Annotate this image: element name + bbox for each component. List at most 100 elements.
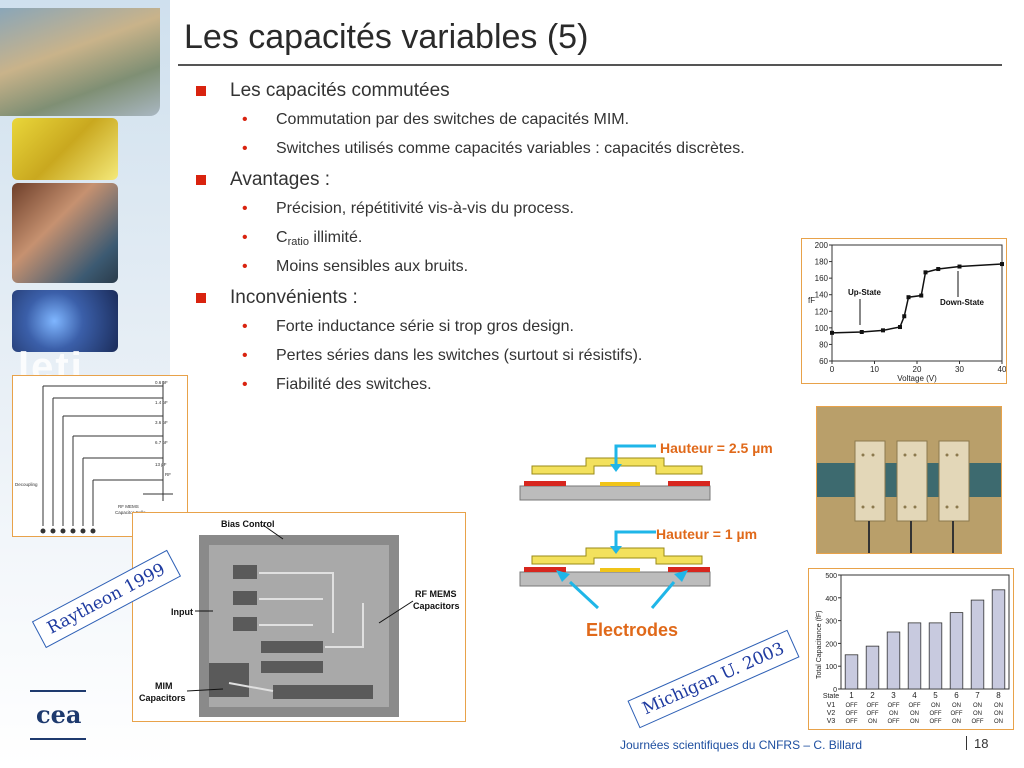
svg-text:1.4 pF: 1.4 pF [155, 400, 168, 405]
svg-text:Capacitor Cells: Capacitor Cells [115, 510, 146, 515]
svg-text:Capacitors: Capacitors [139, 693, 186, 703]
state-cell: OFF [972, 719, 984, 725]
bar [970, 599, 985, 690]
state-cell: ON [994, 711, 1003, 717]
bar-ytick-label: 400 [825, 596, 837, 603]
electrodes-label: Electrodes [586, 620, 679, 640]
svg-text:RF MEMS: RF MEMS [415, 589, 457, 599]
state-cell: ON [952, 703, 961, 709]
state-cell: ON [973, 703, 982, 709]
state-cell: ON [910, 719, 919, 725]
cv-point [830, 330, 834, 335]
bullet-level2: •Switches utilisés comme capacités varia… [242, 140, 745, 157]
svg-text:3.6 pF: 3.6 pF [155, 420, 168, 425]
cv-point [957, 264, 962, 269]
cea-logo: cea [30, 690, 86, 742]
height-label-down: Hauteur = 1 µm [656, 526, 758, 542]
bar [928, 622, 943, 690]
state-cell: ON [952, 719, 961, 725]
svg-text:Bias Control: Bias Control [221, 519, 275, 529]
bar [949, 612, 964, 690]
cv-ytick-label: 60 [819, 357, 828, 366]
bar-ylabel: Total Capacitance (fF) [816, 611, 823, 679]
state-cell: ON [910, 711, 919, 717]
cv-point [881, 328, 885, 333]
campus-photo [0, 8, 160, 116]
bar-ytick-label: 500 [825, 573, 837, 580]
page-number: 18 [974, 736, 989, 751]
cv-xtick-label: 20 [913, 365, 922, 374]
svg-text:0.6 pF: 0.6 pF [155, 380, 168, 385]
state-label: State [823, 693, 839, 700]
bar [886, 631, 901, 690]
cv-ylabel: fF [808, 296, 815, 305]
slide-title: Les capacités variables (5) [184, 18, 589, 56]
state-cell: OFF [930, 711, 942, 717]
state-cell: OFF [909, 703, 921, 709]
state-cell: ON [973, 711, 982, 717]
state-cell: OFF [846, 711, 858, 717]
bar-ytick-label: 200 [825, 641, 837, 648]
bar-ytick-label: 100 [825, 664, 837, 671]
state-row-label: V3 [827, 718, 836, 725]
bar-category-label: 4 [912, 691, 917, 700]
state-cell: ON [994, 703, 1003, 709]
bar [907, 622, 922, 690]
svg-text:6.7 pF: 6.7 pF [155, 440, 168, 445]
footer-separator [966, 736, 967, 750]
height-label-up: Hauteur = 2.5 µm [660, 440, 773, 456]
wafer-photo [12, 290, 118, 352]
cross-section-svg [519, 444, 711, 610]
svg-text:Decoupling: Decoupling [15, 482, 38, 487]
bar [991, 589, 1006, 690]
cv-point [902, 314, 907, 319]
cv-xtick-label: 10 [870, 365, 879, 374]
bullet-level2: •Cratio illimité. [242, 229, 363, 248]
bullet-level1: Les capacités commutées [192, 77, 872, 105]
svg-text:MIM: MIM [155, 681, 173, 691]
cv-ytick-label: 140 [815, 291, 829, 300]
svg-text:13 pF: 13 pF [155, 462, 167, 467]
cv-point [1000, 262, 1004, 267]
state-cell: OFF [846, 703, 858, 709]
svg-text:RF MEMS: RF MEMS [118, 504, 139, 509]
bar [844, 654, 859, 690]
bullet-level2: •Forte inductance série si trop gros des… [242, 318, 574, 335]
bar-ytick-label: 300 [825, 619, 837, 626]
state-row-label: V1 [827, 702, 836, 709]
cv-point [923, 270, 928, 275]
bar-category-label: 3 [891, 691, 896, 700]
cv-annotation-upstate: Up-State [848, 288, 881, 297]
bar-category-label: 6 [954, 691, 959, 700]
bar-ytick-label: 0 [833, 687, 837, 694]
michigan-caption: Michigan U. 2003 [627, 629, 800, 729]
bar-category-label: 5 [933, 691, 938, 700]
bullet-level1: Inconvénients : [192, 284, 872, 312]
cv-xtick-label: 40 [998, 365, 1007, 374]
state-cell: OFF [867, 711, 879, 717]
capacitor-bank-schematic: 0.6 pF 1.4 pF 3.6 pF 6.7 pF 13 pF RF Dec… [12, 375, 188, 537]
cv-point [906, 295, 911, 300]
bar-category-label: 2 [870, 691, 875, 700]
cleanroom-photo [12, 118, 118, 180]
bar-category-label: 1 [849, 691, 854, 700]
bar-category-label: 7 [975, 691, 980, 700]
cv-ytick-label: 100 [815, 324, 829, 333]
bullet-level2: •Commutation par des switches de capacit… [242, 111, 630, 128]
footer-text: Journées scientifiques du CNFRS – C. Bil… [620, 738, 863, 752]
mems-die-figure: Bias Control RF MEMS Capacitors Input MI… [132, 512, 466, 722]
state-cell: OFF [888, 719, 900, 725]
cv-point [919, 293, 924, 298]
cv-point [898, 325, 902, 330]
bullet-list: Les capacités commutées •Commutation par… [192, 74, 872, 399]
bullet-level2: •Pertes séries dans les switches (surtou… [242, 347, 643, 364]
cv-annotation-downstate: Down-State [940, 298, 985, 307]
cv-point [859, 330, 864, 334]
cv-ytick-label: 80 [819, 340, 828, 349]
title-underline [178, 64, 1002, 66]
state-cell: OFF [888, 703, 900, 709]
cv-ytick-label: 120 [815, 307, 829, 316]
bar-category-label: 8 [996, 691, 1001, 700]
